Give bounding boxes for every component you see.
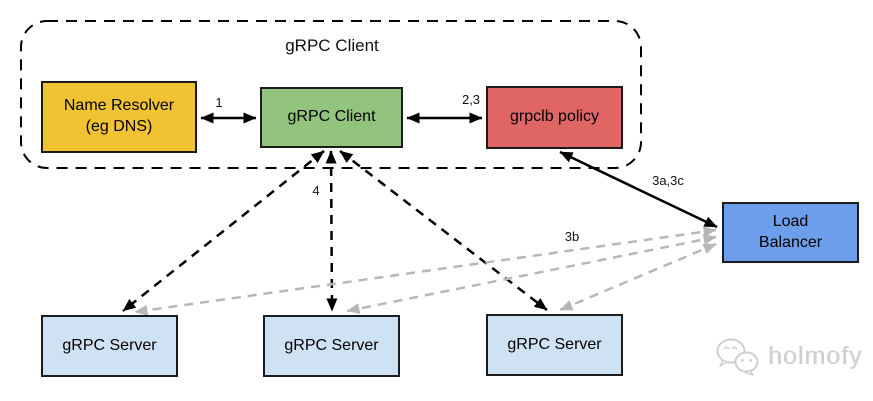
- edge-client-server2: [325, 150, 338, 312]
- node-grpc-server-1-label: gRPC Server: [62, 336, 157, 354]
- edge-label-client-servers: 4: [312, 183, 320, 198]
- node-grpc-server-3: gRPC Server: [486, 314, 623, 376]
- watermark-text: holmofy: [768, 341, 863, 370]
- edge-label-loadbalancer-servers: 3b: [564, 229, 580, 244]
- grpc-client-group-title: gRPC Client: [285, 36, 379, 55]
- node-grpc-server-2-label: gRPC Server: [284, 336, 379, 354]
- node-load-balancer-label-line1: Load: [772, 212, 809, 230]
- edge-label-client-policy: 2,3: [461, 92, 481, 107]
- node-grpc-server-1: gRPC Server: [41, 315, 178, 377]
- node-load-balancer-label-line2: Balancer: [758, 233, 823, 251]
- node-grpclb-policy: grpclb policy: [486, 86, 623, 149]
- node-grpc-client-label: gRPC Client: [287, 108, 376, 126]
- node-grpc-client: gRPC Client: [260, 87, 403, 148]
- node-grpclb-policy-label: grpclb policy: [510, 108, 599, 126]
- edge-client-server3: [339, 150, 548, 311]
- edge-policy-loadbalancer: [559, 150, 718, 229]
- edge-label-resolver-client: 1: [215, 95, 223, 110]
- node-name-resolver-label-line2: (eg DNS): [85, 118, 153, 135]
- wechat-icon: [716, 338, 759, 376]
- node-load-balancer: Load Balancer: [722, 202, 859, 263]
- edge-loadbalancer-server1: [134, 226, 717, 316]
- node-grpc-server-3-label: gRPC Server: [507, 335, 602, 353]
- watermark: holmofy: [714, 336, 863, 376]
- node-name-resolver: Name Resolver (eg DNS): [41, 81, 197, 153]
- edge-client-server1: [122, 150, 325, 312]
- edge-label-policy-loadbalancer: 3a,3c: [652, 173, 684, 188]
- node-grpc-server-2: gRPC Server: [263, 315, 400, 377]
- edge-loadbalancer-server2: [346, 234, 717, 314]
- edge-loadbalancer-server3: [559, 242, 717, 312]
- node-name-resolver-label-line1: Name Resolver: [63, 97, 175, 115]
